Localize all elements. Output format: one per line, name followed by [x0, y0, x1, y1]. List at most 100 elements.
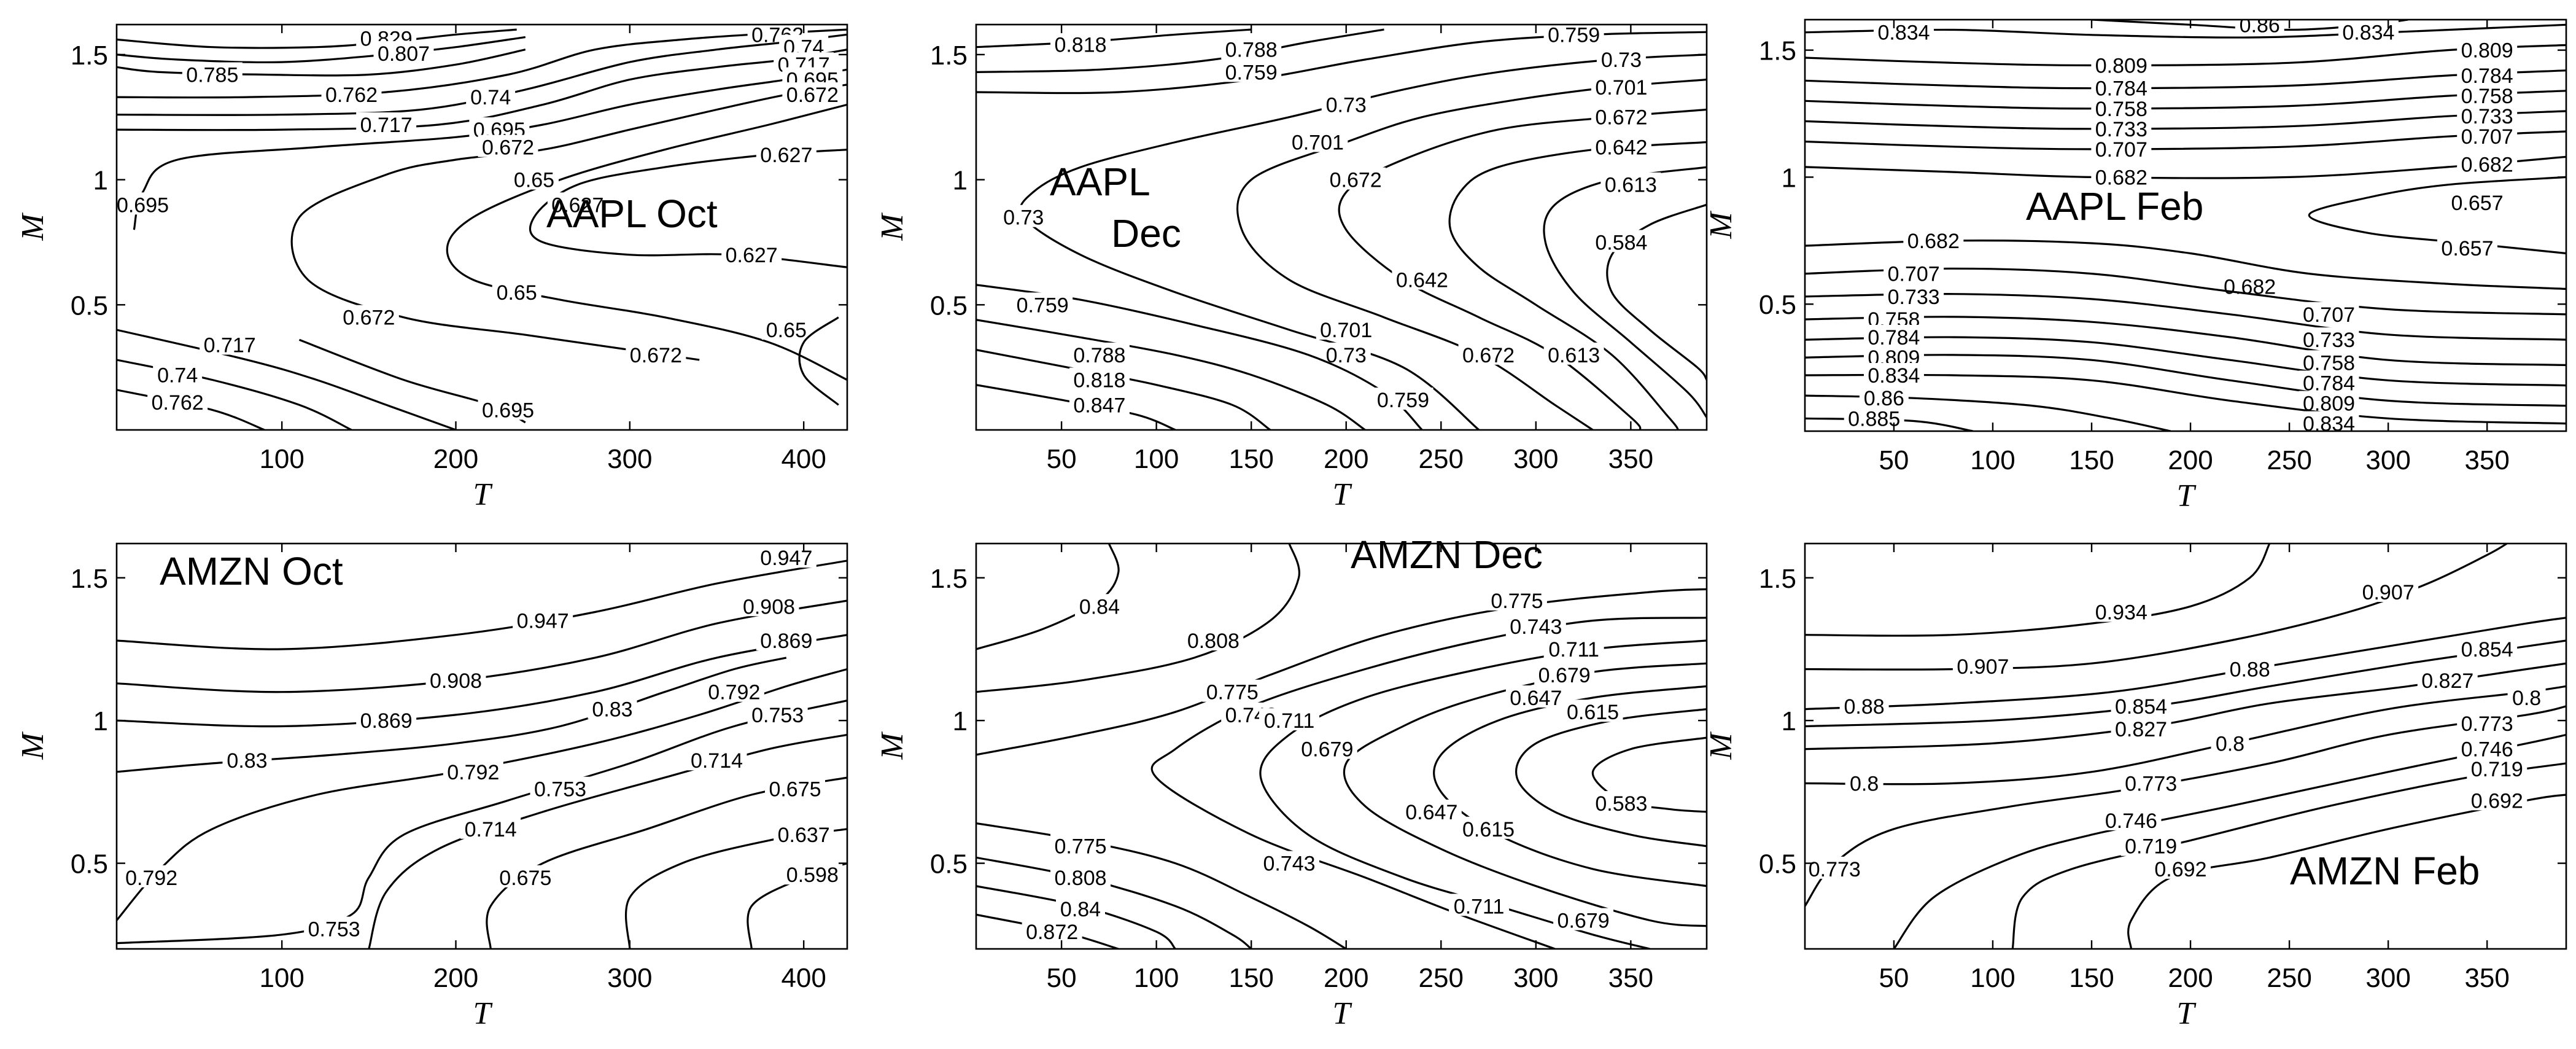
contour-label: 0.695 — [482, 399, 534, 422]
contour-label: 0.647 — [1405, 801, 1457, 824]
contour-label: 0.746 — [2105, 809, 2157, 833]
contour-label-bg — [1069, 392, 1130, 415]
contour-label-bg — [425, 668, 486, 691]
contour-label-bg — [304, 916, 365, 939]
contour-label: 0.86 — [2240, 14, 2280, 37]
plot-frame — [975, 542, 1708, 950]
contour-label-bg — [2299, 370, 2359, 393]
contour-label-bg — [356, 708, 417, 731]
contour-label-bg — [147, 390, 208, 413]
contour-label-bg — [739, 594, 799, 617]
contour-label-bg — [626, 342, 686, 365]
contour-line-0.792 — [117, 668, 847, 921]
contour-label: 0.83 — [592, 698, 632, 722]
contour-label: 0.869 — [360, 709, 413, 733]
y-tick-label: 0.5 — [1759, 290, 1796, 320]
contour-label-bg — [2091, 53, 2152, 76]
contour-label-bg — [1401, 799, 1462, 822]
y-tick-label: 0.5 — [1759, 849, 1796, 879]
contour-lines: 0.8290.8070.7850.7620.7620.740.740.7170.… — [117, 25, 847, 430]
contour-line-0.834 — [1805, 373, 2566, 425]
panel-title: AAPL Feb — [2026, 184, 2203, 228]
contour-label-bg — [338, 305, 399, 327]
panel-title: AAPL Oct — [546, 192, 718, 236]
plot-frame — [975, 23, 1708, 431]
contour-label-bg — [1202, 679, 1263, 702]
y-tick-label: 0.5 — [71, 291, 108, 321]
contour-label-bg — [182, 62, 242, 85]
x-tick-label: 150 — [1228, 444, 1273, 474]
contour-label: 0.807 — [378, 42, 430, 66]
contour-label: 0.84 — [1060, 898, 1101, 921]
x-axis-label: T — [473, 996, 493, 1031]
contour-label: 0.672 — [482, 136, 534, 160]
contour-label-bg — [1458, 816, 1519, 839]
x-tick-label: 300 — [1513, 963, 1558, 993]
x-tick-label: 250 — [1419, 963, 1464, 993]
y-tick-label: 1 — [93, 706, 108, 736]
x-tick-label: 100 — [1970, 963, 2015, 993]
contour-label-bg — [2091, 96, 2152, 119]
contour-label-bg — [1012, 292, 1073, 315]
contour-lines: 0.840.8080.7750.7750.7430.7430.7430.7110… — [976, 544, 1707, 949]
contour-label-bg — [756, 628, 817, 651]
panel-title: AMZN Dec — [1351, 532, 1543, 577]
contour-label: 0.65 — [766, 319, 807, 342]
contour-label: 0.854 — [2461, 638, 2513, 661]
y-tick-label: 1 — [1782, 163, 1796, 193]
contour-label: 0.775 — [1054, 835, 1106, 859]
contour-label-bg — [1591, 230, 1651, 252]
contour-line-0.753 — [117, 700, 847, 945]
contour-label-bg — [2437, 236, 2497, 259]
y-tick-label: 1 — [93, 166, 108, 196]
x-axis-label: T — [1333, 996, 1352, 1031]
contour-label: 0.714 — [465, 818, 517, 841]
x-tick-label: 200 — [2168, 963, 2213, 993]
contour-line-0.627 — [529, 149, 847, 268]
contour-line-0.818 — [976, 28, 1252, 49]
contour-label-bg — [1952, 653, 2013, 676]
contour-line-0.74 — [117, 33, 847, 116]
contour-label-bg — [1874, 20, 1934, 42]
contour-label-bg — [2299, 411, 2359, 431]
x-tick-label: 100 — [1970, 445, 2015, 475]
contour-line-0.647 — [1433, 685, 1707, 887]
contour-label: 0.762 — [325, 84, 378, 107]
contour-label: 0.788 — [1225, 39, 1278, 62]
contour-line-0.613 — [1543, 166, 1707, 418]
contour-line-0.809 — [1805, 354, 2566, 407]
contour-label-bg — [2417, 668, 2478, 691]
contour-label: 0.682 — [2095, 166, 2147, 189]
contour-label-bg — [782, 82, 843, 105]
contour-label: 0.818 — [1073, 369, 1125, 392]
contour-label-bg — [2111, 717, 2171, 739]
x-tick-label: 350 — [1608, 444, 1653, 474]
x-tick-label: 300 — [2365, 445, 2410, 475]
contour-label: 0.8 — [2512, 687, 2541, 710]
contour-label: 0.679 — [1538, 664, 1591, 687]
contour-lines: 0.9470.9470.9080.9080.8690.8690.830.830.… — [117, 545, 847, 949]
contour-label-bg — [756, 545, 817, 568]
contour-label-bg — [1845, 771, 1884, 794]
x-tick-label: 200 — [2168, 445, 2213, 475]
contour-label-bg — [1863, 324, 1924, 347]
contour-label-bg — [121, 865, 182, 887]
contour-label-bg — [1884, 284, 1944, 306]
contour-label-bg — [782, 862, 843, 885]
contour-label-bg — [466, 85, 516, 107]
contour-label: 0.762 — [152, 391, 204, 415]
contour-label: 0.672 — [630, 344, 682, 367]
contour-label: 0.672 — [1330, 169, 1382, 192]
contour-label: 0.84 — [1079, 595, 1120, 618]
contour-label-bg — [1884, 261, 1944, 284]
contour-label-bg — [761, 318, 811, 340]
contour-label-bg — [2091, 76, 2152, 98]
contour-line-0.746 — [1893, 733, 2566, 949]
contour-label-bg — [1050, 32, 1111, 55]
x-tick-label: 50 — [1879, 963, 1909, 993]
contour-line-0.717 — [117, 49, 847, 131]
contour-label-bg — [2120, 771, 2181, 794]
